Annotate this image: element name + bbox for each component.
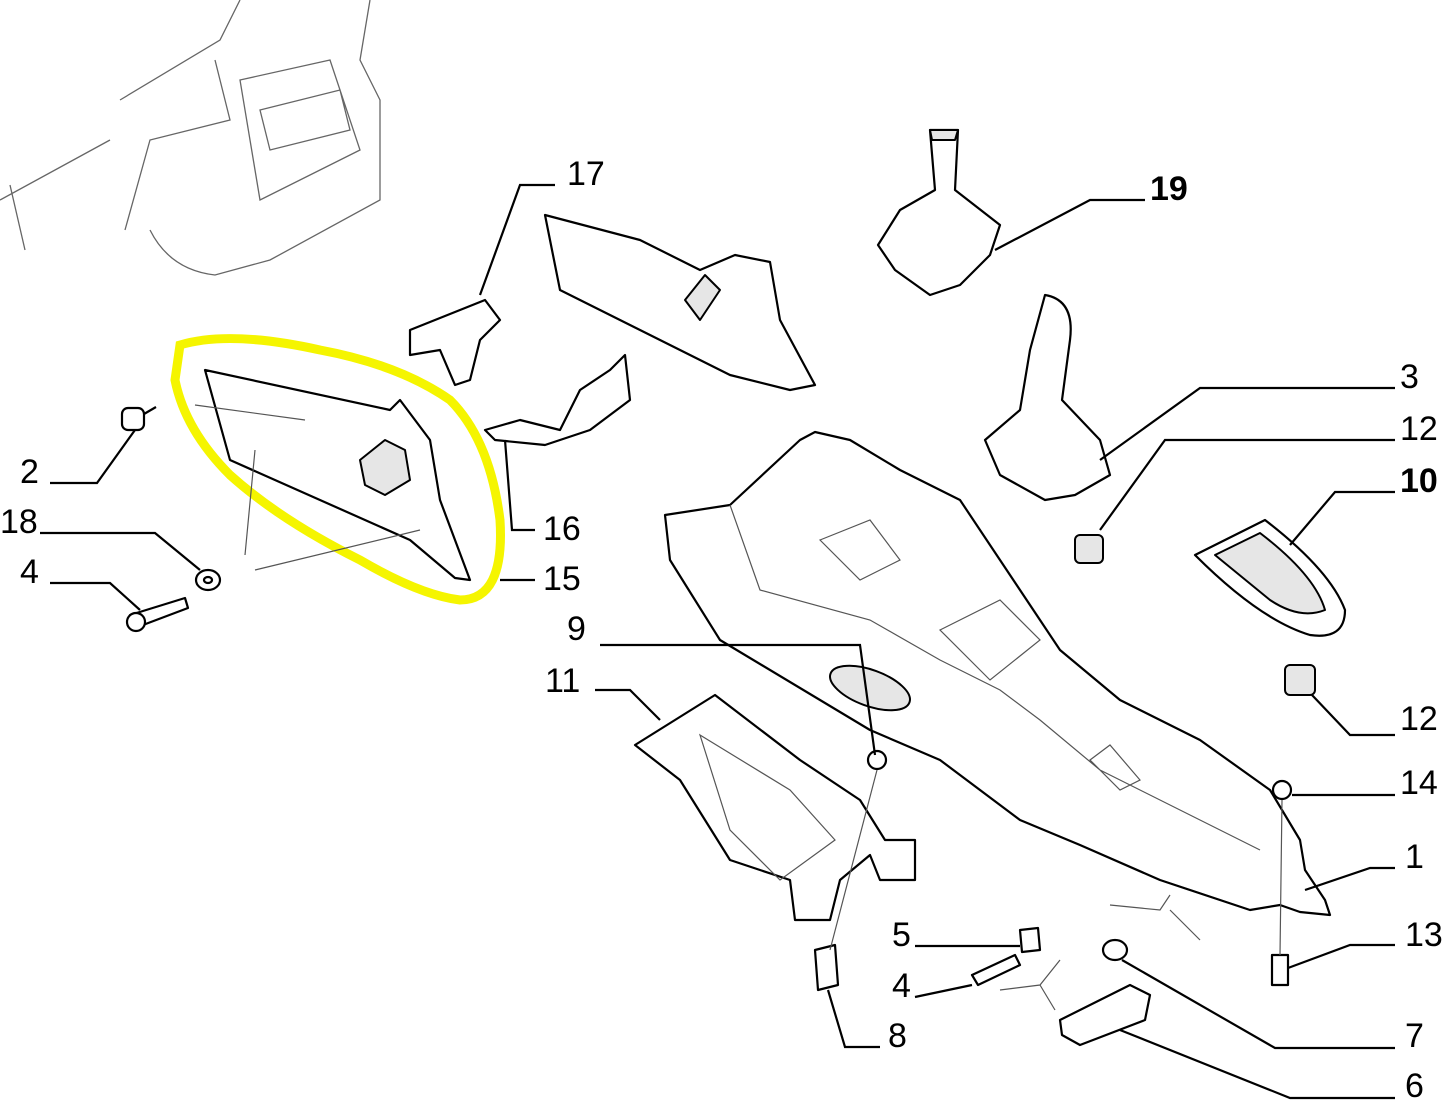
callout-12-bottom: 12 xyxy=(1400,700,1438,738)
callout-11: 11 xyxy=(545,662,580,700)
washer-18 xyxy=(194,568,222,592)
part-19-boot xyxy=(876,128,1002,297)
callout-6: 6 xyxy=(1405,1067,1424,1101)
callout-4-bottom: 4 xyxy=(892,967,911,1005)
callout-1: 1 xyxy=(1405,838,1424,876)
callout-13: 13 xyxy=(1405,916,1443,954)
screw-2 xyxy=(120,406,157,432)
callout-5: 5 xyxy=(892,916,911,954)
callout-9: 9 xyxy=(567,610,586,648)
part-10-insert xyxy=(1193,518,1347,637)
callout-2: 2 xyxy=(20,453,39,491)
callout-3: 3 xyxy=(1400,358,1419,396)
fasteners-bottom xyxy=(813,749,1293,1047)
part-3-gear-knob-boot xyxy=(983,293,1112,502)
callout-8: 8 xyxy=(888,1017,907,1055)
part-11-air-duct xyxy=(633,693,917,922)
screw-4a xyxy=(125,596,190,633)
callout-labels: 17 19 3 12 10 2 18 4 16 15 9 11 12 14 1 … xyxy=(0,155,1443,1101)
callout-15: 15 xyxy=(543,560,581,598)
callout-16: 16 xyxy=(543,510,581,548)
part-17-panel xyxy=(543,213,817,392)
callout-12-top: 12 xyxy=(1400,410,1438,448)
callout-14: 14 xyxy=(1400,764,1438,802)
callout-18: 18 xyxy=(0,503,38,541)
leader-lines xyxy=(40,183,1395,1100)
callout-17: 17 xyxy=(567,155,605,193)
callout-10: 10 xyxy=(1400,462,1438,500)
callout-7: 7 xyxy=(1405,1017,1424,1055)
clips-12 xyxy=(1074,534,1316,696)
highlight-outline xyxy=(170,334,505,605)
part-15-trim-panel xyxy=(194,368,472,582)
callout-4-left: 4 xyxy=(20,553,39,591)
part-16-bracket xyxy=(408,298,632,447)
callout-19: 19 xyxy=(1150,170,1188,208)
dashboard-outline xyxy=(0,0,381,276)
part-1-center-console xyxy=(663,430,1332,917)
